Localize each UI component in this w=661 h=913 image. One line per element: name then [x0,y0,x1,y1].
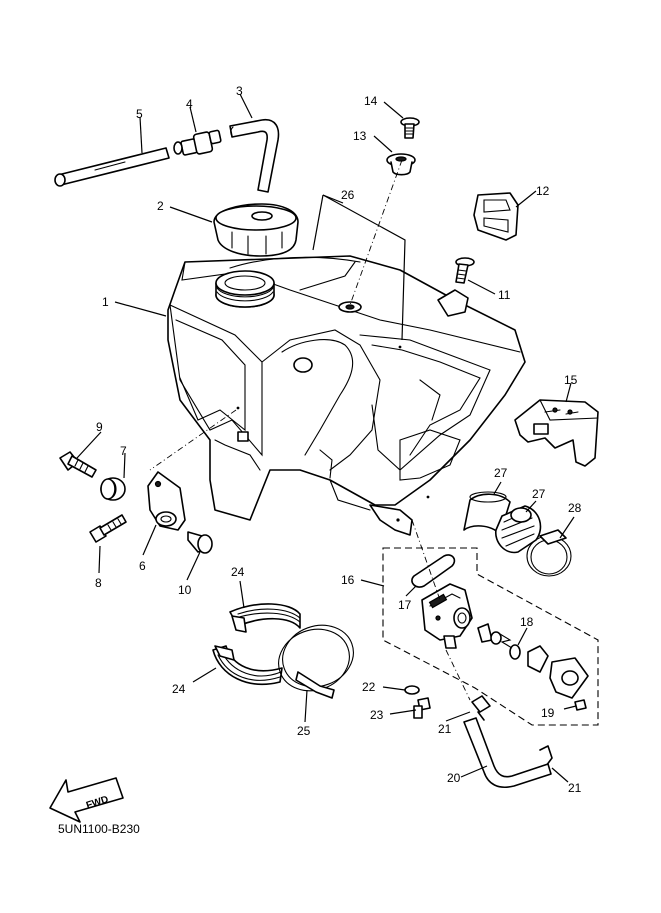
damper-lower[interactable] [212,645,283,686]
damper-upper[interactable] [229,603,301,633]
callout-21-lower: 21 [568,781,582,795]
bracket[interactable] [147,471,186,531]
callout-24-lower: 24 [172,682,186,696]
fuel-tank[interactable] [167,255,526,536]
bolt-9[interactable] [59,451,97,478]
hose-clamp[interactable] [526,529,572,577]
vent-tube[interactable] [54,147,170,187]
callout-7: 7 [120,444,127,458]
fuel-cock-assy-box [382,547,599,726]
callout-5: 5 [136,107,143,121]
diagram-code: 5UN1100-B230 [58,822,140,836]
rear-cover[interactable] [514,399,599,467]
callout-13: 13 [353,129,367,143]
bolt-11[interactable] [455,257,475,284]
callout-26: 26 [341,188,355,202]
callout-8: 8 [95,576,102,590]
callout-17: 17 [398,598,412,612]
callout-numbers: 1 2 3 4 5 6 7 8 9 10 11 12 13 14 15 16 1… [95,84,582,795]
washer[interactable] [404,685,420,695]
collar[interactable] [386,153,416,176]
callout-20: 20 [447,771,461,785]
callout-18: 18 [520,615,534,629]
bolt-8[interactable] [89,514,127,543]
bolt-14[interactable] [400,117,420,139]
callout-28: 28 [568,501,582,515]
joint-rubber-b[interactable] [495,505,542,554]
damper-clip[interactable] [473,192,519,241]
fuel-cap[interactable] [213,203,299,257]
callout-19: 19 [541,706,555,720]
callout-3: 3 [236,84,243,98]
callout-27-left: 27 [494,466,508,480]
callout-23: 23 [370,708,384,722]
callout-6: 6 [139,559,146,573]
breather-valve[interactable] [173,129,222,156]
hose-clip-upper[interactable] [471,695,491,721]
callout-2: 2 [157,199,164,213]
callout-22: 22 [362,680,376,694]
callout-27-right: 27 [532,487,546,501]
fwd-arrow-icon: FWD [49,777,124,823]
fuel-cock[interactable] [411,554,473,649]
callout-4: 4 [186,97,193,111]
callout-15: 15 [564,373,578,387]
callout-24-upper: 24 [231,565,245,579]
callout-25: 25 [297,724,311,738]
fuel-hose[interactable] [463,717,552,788]
callout-14: 14 [364,94,378,108]
callout-1: 1 [102,295,109,309]
tank-band[interactable] [270,615,362,700]
screw-19[interactable] [574,699,587,711]
hose-clip-lower[interactable] [539,745,553,767]
callout-21-upper: 21 [438,722,452,736]
gasket[interactable] [411,554,456,588]
callout-9: 9 [96,420,103,434]
callout-10: 10 [178,583,192,597]
o-ring-and-plunger[interactable] [477,623,521,660]
leader-lines [76,93,577,783]
grommet[interactable] [100,477,126,501]
breather-hose[interactable] [229,118,280,193]
screw-23[interactable] [413,697,431,719]
callout-16: 16 [341,573,355,587]
cock-lever[interactable] [527,645,589,699]
collar-10[interactable] [187,531,213,554]
callout-12: 12 [536,184,550,198]
callout-11: 11 [498,288,511,302]
